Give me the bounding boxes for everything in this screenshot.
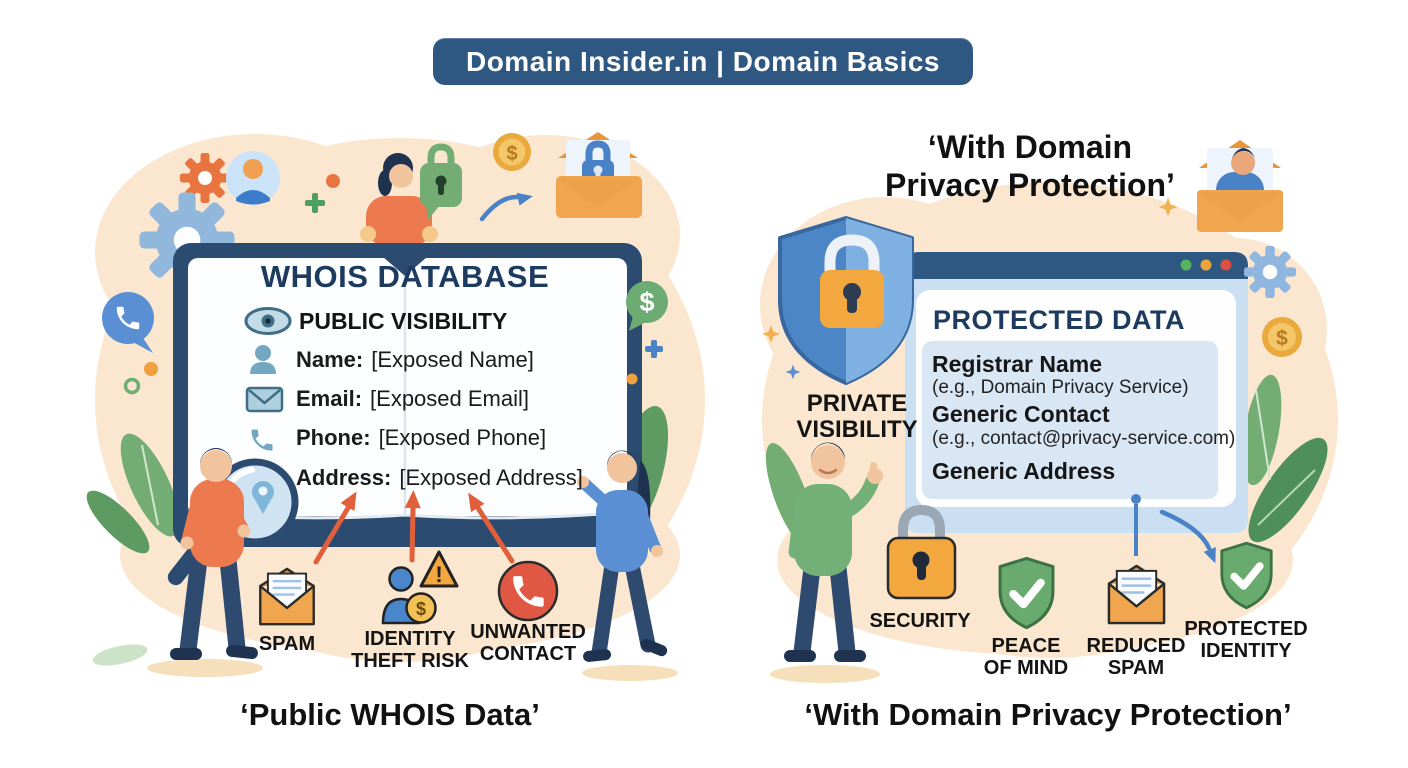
right-heading-line2: Privacy Protection’ [885, 167, 1175, 204]
security-padlock-icon [886, 504, 957, 600]
svg-text:!: ! [435, 562, 442, 587]
svg-text:$: $ [639, 287, 654, 317]
benefit-label-peace: PEACE OF MIND [983, 635, 1069, 680]
leaves-left [86, 433, 180, 554]
svg-text:$: $ [416, 599, 426, 619]
leaf-icon [92, 644, 148, 666]
benefit-label-protected-identity: PROTECTED IDENTITY [1184, 618, 1308, 663]
connector-arrow [1159, 509, 1216, 564]
connector-line [1131, 494, 1141, 556]
field-value: [Exposed Address] [399, 465, 583, 490]
field-value: [Exposed Email] [370, 386, 529, 411]
svg-text:$: $ [1276, 327, 1288, 350]
padlock-bubble-icon [420, 143, 462, 220]
book-field-address: Address: [Exposed Address] [296, 465, 583, 491]
public-visibility-label: PUBLIC VISIBILITY [299, 308, 508, 334]
man-left [147, 448, 263, 677]
envelope-person-icon [1197, 140, 1283, 232]
gear-icon [1244, 246, 1296, 298]
plus-icon [645, 340, 663, 358]
eye-icon [244, 307, 292, 335]
title-banner: Domain Insider.in | Domain Basics [433, 38, 973, 85]
win-example-registrar: (e.g., Domain Privacy Service) [932, 377, 1189, 398]
window-dots [1180, 259, 1232, 271]
spam-envelope-icon [259, 567, 315, 626]
risk-label-identity-theft: IDENTITY THEFT RISK [351, 628, 469, 673]
right-heading: ‘With Domain Privacy Protection’ [840, 128, 1220, 205]
shield-lock-icon [778, 216, 914, 385]
ring-icon [123, 377, 141, 395]
svg-text:$: $ [506, 143, 517, 165]
identity-theft-icon: ! $ [381, 550, 459, 625]
field-value: [Exposed Name] [371, 347, 534, 372]
win-field-contact: Generic Contact [932, 401, 1110, 427]
leaves-right-panel [1242, 374, 1328, 543]
unwanted-call-icon [497, 560, 559, 622]
avatar-icon [226, 151, 280, 205]
curved-arrow-icon [479, 192, 533, 222]
field-label: Phone: [296, 425, 371, 450]
dot-icon [626, 373, 638, 385]
benefit-label-reduced-spam: REDUCED SPAM [1086, 635, 1186, 680]
man-green [765, 442, 883, 683]
dot-icon [326, 174, 340, 188]
book-field-phone: Phone: [Exposed Phone] [296, 425, 546, 451]
plus-icon [305, 193, 325, 213]
dot-icon [144, 362, 158, 376]
benefit-label-security: SECURITY [869, 610, 971, 632]
browser-window [905, 252, 1248, 533]
woman-right [577, 450, 678, 681]
right-caption: ‘With Domain Privacy Protection’ [804, 697, 1292, 732]
risk-label-spam: SPAM [258, 633, 316, 655]
locked-mail-icon [556, 132, 642, 218]
win-example-contact: (e.g., contact@privacy-service.com) [932, 428, 1236, 449]
field-label: Name: [296, 347, 364, 372]
reduced-spam-icon [1107, 564, 1166, 625]
protected-data-title: PROTECTED DATA [933, 305, 1185, 335]
envelope-icon [245, 386, 284, 413]
book-field-email: Email: [Exposed Email] [296, 386, 529, 412]
right-heading-line1: ‘With Domain [927, 129, 1133, 165]
win-field-address: Generic Address [932, 458, 1116, 484]
book-title: WHOIS DATABASE [260, 259, 550, 294]
reader-person [360, 153, 438, 246]
dollar-coin-icon: $ [1262, 317, 1302, 357]
field-value: [Exposed Phone] [378, 425, 547, 450]
person-icon [250, 345, 276, 374]
win-field-registrar: Registrar Name [932, 351, 1103, 377]
phone-bubble-icon [102, 292, 154, 353]
private-visibility-label: PRIVATE VISIBILITY [796, 390, 918, 443]
field-label: Email: [296, 386, 363, 411]
risk-label-unwanted-contact: UNWANTED CONTACT [470, 621, 586, 666]
left-caption: ‘Public WHOIS Data’ [240, 697, 540, 732]
dollar-coin-icon: $ [493, 133, 531, 171]
field-label: Address: [296, 465, 392, 490]
book-field-name: Name: [Exposed Name] [296, 347, 534, 373]
risk-arrows [313, 490, 515, 565]
dollar-bubble-icon: $ [626, 281, 668, 331]
